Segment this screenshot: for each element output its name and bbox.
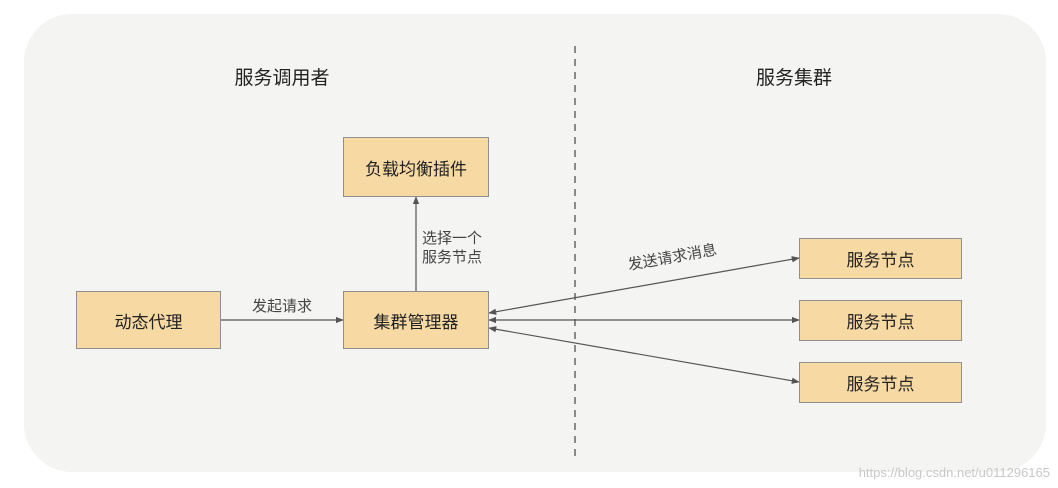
node-cluster-manager[interactable]: 集群管理器 (343, 291, 489, 349)
edge-label-select-node-line2: 服务节点 (422, 248, 483, 266)
node-dynamic-proxy[interactable]: 动态代理 (76, 291, 221, 349)
title-service-cluster: 服务集群 (755, 67, 833, 89)
title-service-caller: 服务调用者 (234, 67, 330, 89)
edge-label-send-request: 发起请求 (251, 297, 313, 315)
watermark-text: https://blog.csdn.net/u011296165 (858, 465, 1050, 480)
edge-label-select-node-line1: 选择一个 (422, 229, 483, 247)
node-service-3[interactable]: 服务节点 (799, 362, 962, 403)
arrow-manager-to-node-3 (488, 326, 800, 384)
node-service-1[interactable]: 服务节点 (799, 238, 962, 279)
node-service-2[interactable]: 服务节点 (799, 300, 962, 341)
arrow-manager-to-node-1 (488, 256, 800, 315)
node-load-balancer[interactable]: 负载均衡插件 (343, 137, 489, 197)
